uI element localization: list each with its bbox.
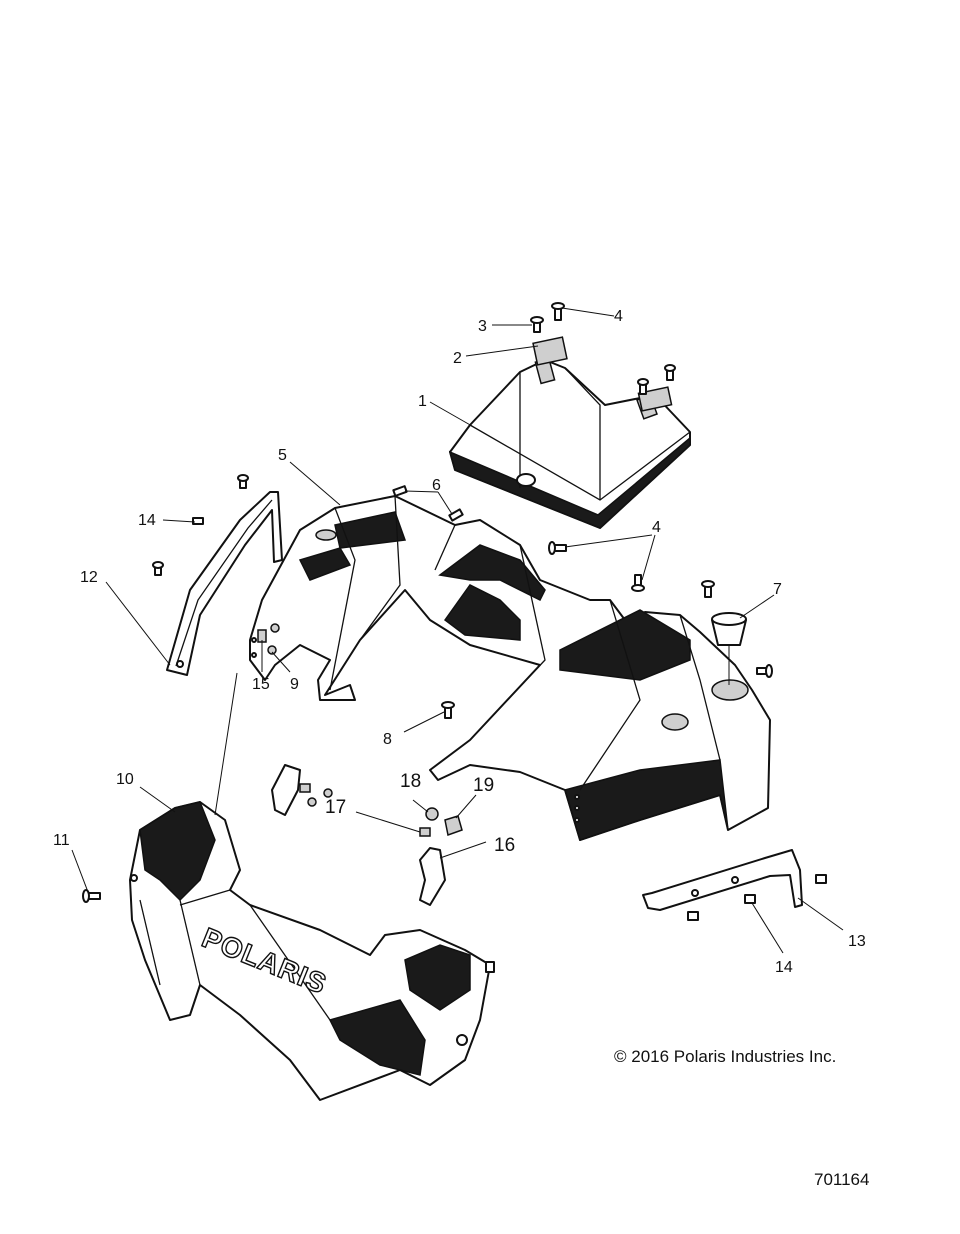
part-12-bracket-left	[166, 491, 283, 676]
part-8-screw	[441, 701, 455, 719]
part-4-screw-top	[551, 302, 676, 395]
callout-12: 12	[80, 569, 98, 586]
copyright-notice: © 2016 Polaris Industries Inc.	[614, 1047, 836, 1066]
part-14-screws-right	[687, 874, 827, 921]
part-14-screws-left	[152, 474, 249, 576]
callout-3: 3	[478, 318, 487, 335]
part-16-bracket-right	[271, 764, 446, 906]
callout-2: 2	[453, 350, 462, 367]
callout-1: 1	[418, 393, 427, 410]
part-13-bracket-right	[642, 849, 803, 911]
part-11-screw	[82, 889, 101, 903]
callout-13: 13	[848, 933, 866, 950]
part-4-screw-lower	[548, 541, 773, 678]
callout-9: 9	[290, 676, 299, 693]
callout-15: 15	[252, 676, 270, 693]
part-6-screws	[392, 485, 464, 522]
callout-16: 16	[494, 835, 515, 856]
callout-18: 18	[400, 771, 421, 792]
part-9-nut	[267, 623, 280, 655]
callout-14-left: 14	[138, 512, 156, 529]
callout-7: 7	[773, 581, 782, 598]
callout-4-lower: 4	[652, 519, 661, 536]
part-1-storage-lid	[448, 357, 691, 529]
callout-19: 19	[473, 775, 494, 796]
callout-17: 17	[325, 797, 346, 818]
callout-5: 5	[278, 447, 287, 464]
part-18-nut	[425, 807, 439, 821]
part-7-cup-holder	[711, 612, 747, 646]
leader-lines	[71, 307, 844, 954]
callout-10: 10	[116, 771, 134, 788]
callout-11: 11	[53, 832, 70, 849]
part-10-front-fascia: POLARIS	[129, 801, 495, 1101]
part-3-screw	[530, 316, 544, 333]
callout-4-top: 4	[614, 308, 623, 325]
part-19-clip	[444, 815, 463, 836]
callout-8: 8	[383, 731, 392, 748]
callout-14-right: 14	[775, 959, 793, 976]
callouts: 1 2 3 4 5 6 4 7 8 9 10 11 12 13 14 14 15…	[53, 308, 866, 976]
callout-6: 6	[432, 477, 441, 494]
part-5-front-cab	[249, 495, 771, 841]
document-number: 701164	[814, 1170, 869, 1189]
